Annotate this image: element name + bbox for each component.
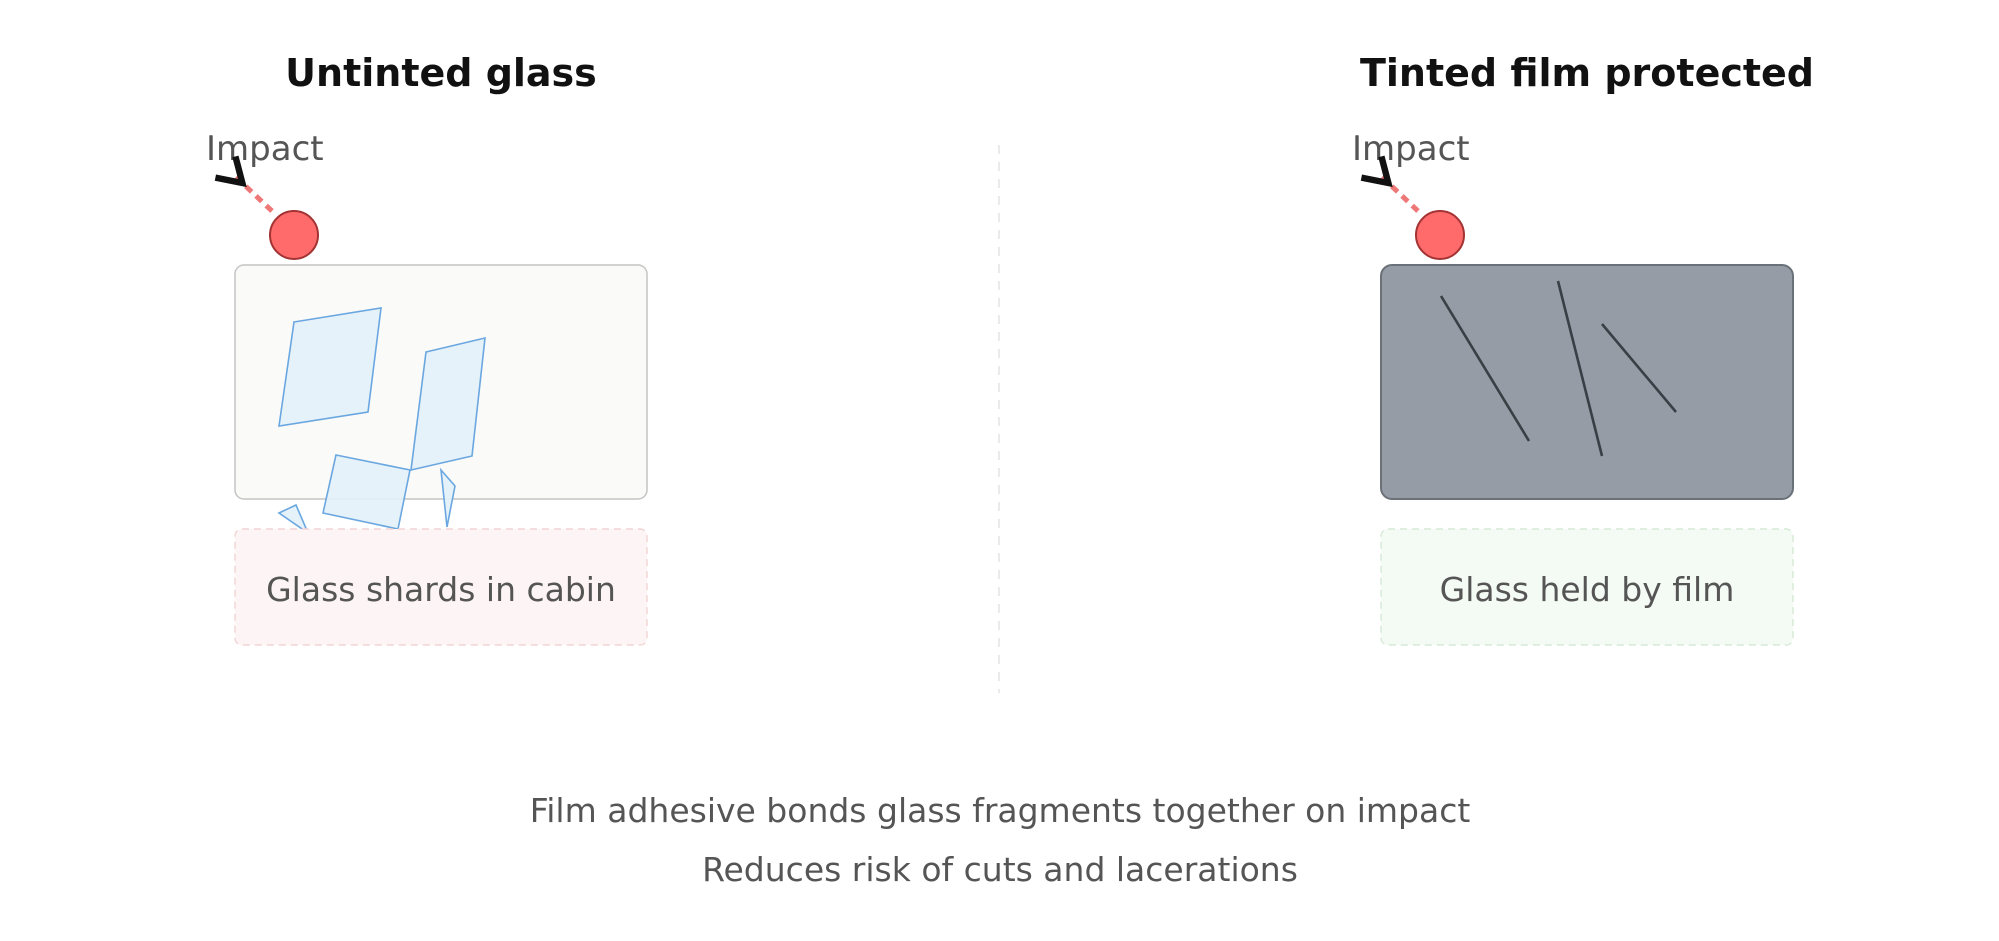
right-panel: Tinted film protected Impact Glass held … <box>1352 51 1814 646</box>
shards-outcome-box <box>234 528 648 646</box>
held-outcome-box <box>1380 528 1794 646</box>
glass-shard <box>410 336 486 472</box>
tinted-glass-pane <box>1380 264 1794 500</box>
glass-cracks <box>1439 280 1677 457</box>
left-impact-label: Impact <box>206 129 324 169</box>
left-impact-arrow <box>214 155 274 213</box>
glass-shard <box>278 307 382 427</box>
left-impact-ball <box>269 210 319 260</box>
right-impact-arrow <box>1360 155 1420 213</box>
caption-line-1: Film adhesive bonds glass fragments toge… <box>530 791 1471 830</box>
caption-line-2: Reduces risk of cuts and lacerations <box>702 850 1298 889</box>
glass-shard <box>439 467 456 528</box>
right-impact-label: Impact <box>1352 129 1470 169</box>
glass-crack <box>1439 295 1531 442</box>
right-panel-title: Tinted film protected <box>1360 51 1814 95</box>
glass-shards <box>277 307 486 536</box>
glass-crack <box>1556 280 1604 457</box>
right-impact-ball <box>1415 210 1465 260</box>
glass-crack <box>1601 323 1677 413</box>
glass-shard <box>277 503 310 536</box>
caption: Film adhesive bonds glass fragments toge… <box>530 791 1471 889</box>
left-panel: Untinted glass Impact Glass shards in ca… <box>206 51 648 646</box>
held-outcome-label: Glass held by film <box>1440 570 1735 609</box>
left-panel-title: Untinted glass <box>285 51 597 95</box>
shards-outcome-label: Glass shards in cabin <box>266 570 616 609</box>
